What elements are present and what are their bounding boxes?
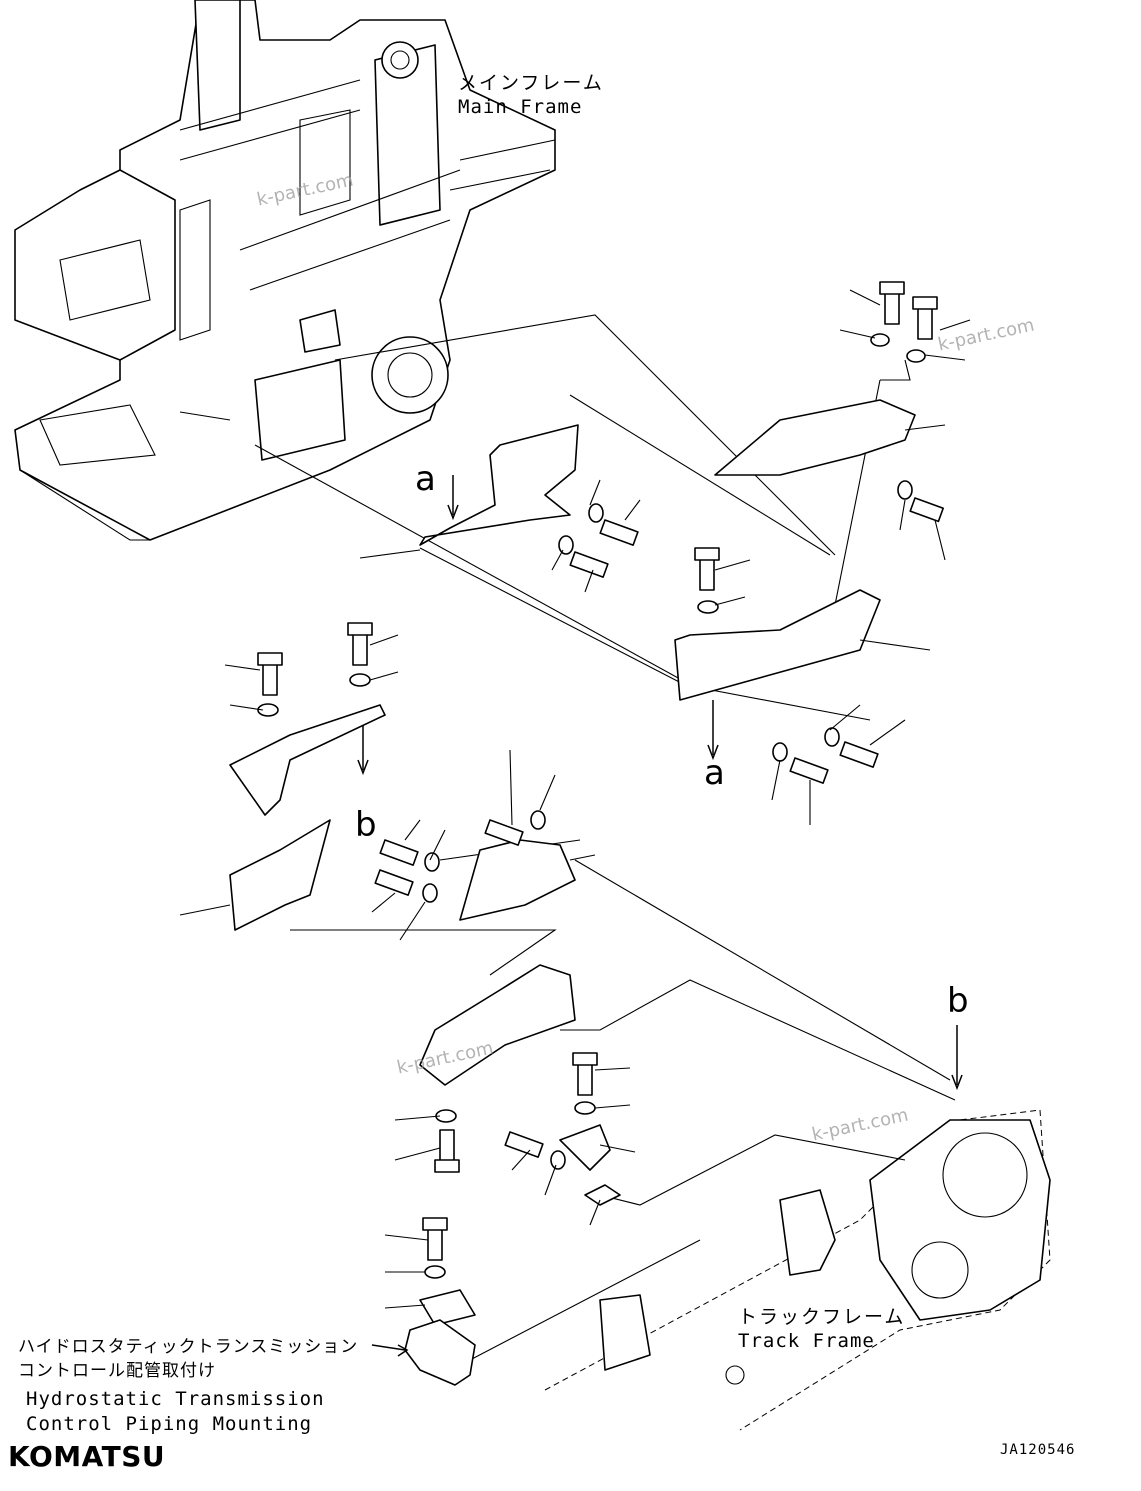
bolts-and-washers (257, 281, 944, 1279)
main-frame-label-jp: メインフレーム (458, 72, 604, 94)
leader-lines (179, 289, 971, 1309)
marker-b-right: b (947, 981, 969, 1021)
assembly-title-jp-line1: ハイドロスタティックトランスミッション (18, 1337, 359, 1357)
arrows (357, 475, 963, 1357)
assembly-title-en-line1: Hydrostatic Transmission (26, 1388, 325, 1410)
marker-a-lower: a (704, 753, 725, 793)
track-frame-drawing (544, 1109, 1051, 1431)
parts (229, 399, 916, 1386)
komatsu-logo: KOMATSU (8, 1440, 166, 1473)
figure-code: JA120546 (1000, 1442, 1076, 1458)
main-frame-drawing (14, 0, 556, 541)
main-frame-label-en: Main Frame (458, 96, 583, 118)
marker-b-left: b (355, 805, 377, 845)
assembly-title-en-line2: Control Piping Mounting (26, 1413, 313, 1435)
track-frame-label-en: Track Frame (738, 1330, 875, 1352)
track-frame-label-jp: トラックフレーム (738, 1306, 906, 1328)
marker-a-upper: a (415, 459, 436, 499)
assembly-title-jp-line2: コントロール配管取付け (18, 1361, 216, 1381)
